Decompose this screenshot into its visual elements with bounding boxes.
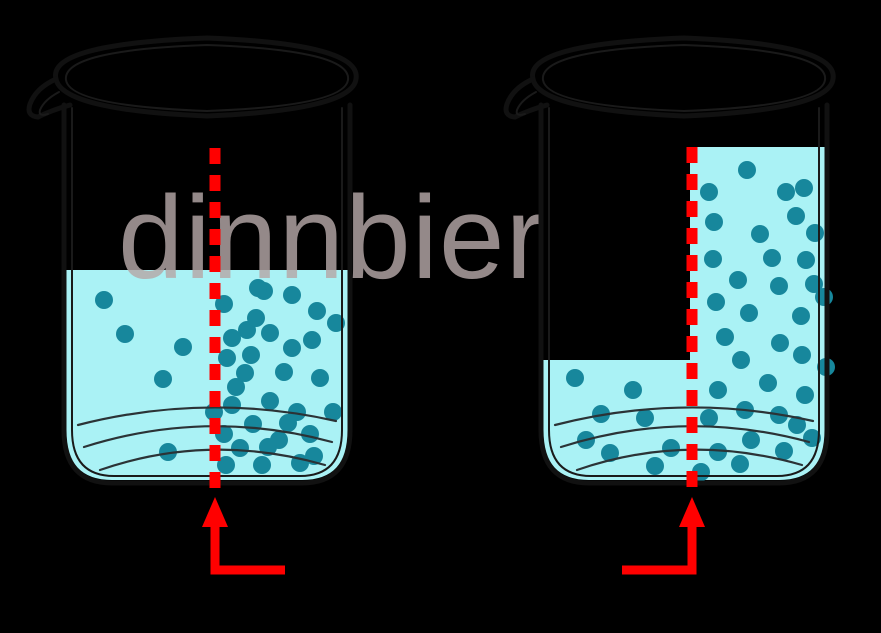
right-beaker-rim-outer: [530, 35, 836, 119]
left-arrow-head-icon: [202, 497, 228, 527]
solute-particle: [646, 457, 664, 475]
solute-particle: [795, 179, 813, 197]
solute-particle: [154, 370, 172, 388]
solute-particle: [279, 414, 297, 432]
left-beaker-spout-inner: [38, 91, 60, 116]
solute-particle: [731, 455, 749, 473]
solute-particle: [759, 374, 777, 392]
left-beaker-body: [61, 102, 353, 486]
right-beaker-base-arc-1: [553, 406, 815, 427]
solute-particle: [223, 396, 241, 414]
solute-particle: [566, 369, 584, 387]
solute-particle: [242, 346, 260, 364]
solute-particle: [283, 339, 301, 357]
solute-particle: [705, 213, 723, 231]
watermark-label: dinnbier: [118, 172, 546, 304]
right-membrane-pointer-arrow[interactable]: [622, 497, 705, 575]
solute-particle: [311, 369, 329, 387]
solute-particle: [700, 183, 718, 201]
solute-particle: [249, 279, 267, 297]
solute-particle: [174, 338, 192, 356]
solute-particle: [732, 351, 750, 369]
solute-particle: [729, 271, 747, 289]
solute-particle: [636, 409, 654, 427]
solute-particle: [324, 403, 342, 421]
solute-particle: [792, 307, 810, 325]
solute-particle: [303, 331, 321, 349]
solute-particle: [770, 277, 788, 295]
solute-particle: [253, 456, 271, 474]
solute-particle: [261, 392, 279, 410]
solute-particle: [159, 443, 177, 461]
solute-particle: [788, 416, 806, 434]
solute-particle: [716, 328, 734, 346]
solute-particle: [740, 304, 758, 322]
solute-particle: [742, 431, 760, 449]
solute-particle: [624, 381, 642, 399]
left-beaker-glass: [26, 35, 359, 486]
right-arrow-head-icon: [679, 497, 705, 527]
right-beaker-spout: [503, 76, 550, 120]
right-beaker-body: [538, 102, 830, 486]
particles-left-beaker-concentrated: [215, 279, 345, 474]
solute-particle: [797, 251, 815, 269]
solute-particle: [751, 225, 769, 243]
left-beaker-base-arc-1: [76, 406, 338, 427]
solute-particle: [700, 409, 718, 427]
solute-particle: [704, 250, 722, 268]
solute-particle: [592, 405, 610, 423]
right-beaker-body-inner: [548, 107, 820, 477]
solute-particle: [218, 349, 236, 367]
solute-particle: [707, 293, 725, 311]
right-arrow-shaft: [622, 527, 697, 575]
solute-particle: [793, 346, 811, 364]
solute-particle: [95, 291, 113, 309]
solute-particle: [763, 249, 781, 267]
left-beaker-body-inner: [71, 107, 343, 477]
solute-particle: [247, 309, 265, 327]
right-beaker-rim-inner: [541, 44, 827, 112]
solute-particle: [787, 207, 805, 225]
solute-particle: [283, 286, 301, 304]
solute-particle: [236, 364, 254, 382]
solute-particle: [231, 439, 249, 457]
solute-particle: [777, 183, 795, 201]
left-beaker-rim-outer: [53, 35, 359, 119]
solute-particle: [601, 444, 619, 462]
left-membrane-pointer-arrow[interactable]: [202, 497, 285, 575]
solute-particle: [261, 324, 279, 342]
left-beaker-spout: [26, 76, 73, 120]
right-beaker-base-arc-2: [559, 425, 811, 449]
solute-particle: [275, 363, 293, 381]
solute-particle: [227, 378, 245, 396]
solute-particle: [709, 443, 727, 461]
solute-particle: [771, 334, 789, 352]
solute-particle: [223, 329, 241, 347]
solute-particle: [796, 386, 814, 404]
particles-left-beaker-dilute: [95, 291, 256, 461]
left-beaker-base-arc-2: [82, 425, 334, 449]
left-arrow-shaft: [210, 527, 285, 575]
solute-particle: [308, 302, 326, 320]
solute-particle: [327, 314, 345, 332]
solute-particle: [709, 381, 727, 399]
solute-particle: [775, 442, 793, 460]
solute-particle: [217, 456, 235, 474]
solute-particle: [738, 161, 756, 179]
solute-particle: [116, 325, 134, 343]
solute-particle: [215, 295, 233, 313]
left-beaker-rim-inner: [64, 44, 350, 112]
right-beaker-spout-inner: [515, 91, 537, 116]
solute-particle: [662, 439, 680, 457]
